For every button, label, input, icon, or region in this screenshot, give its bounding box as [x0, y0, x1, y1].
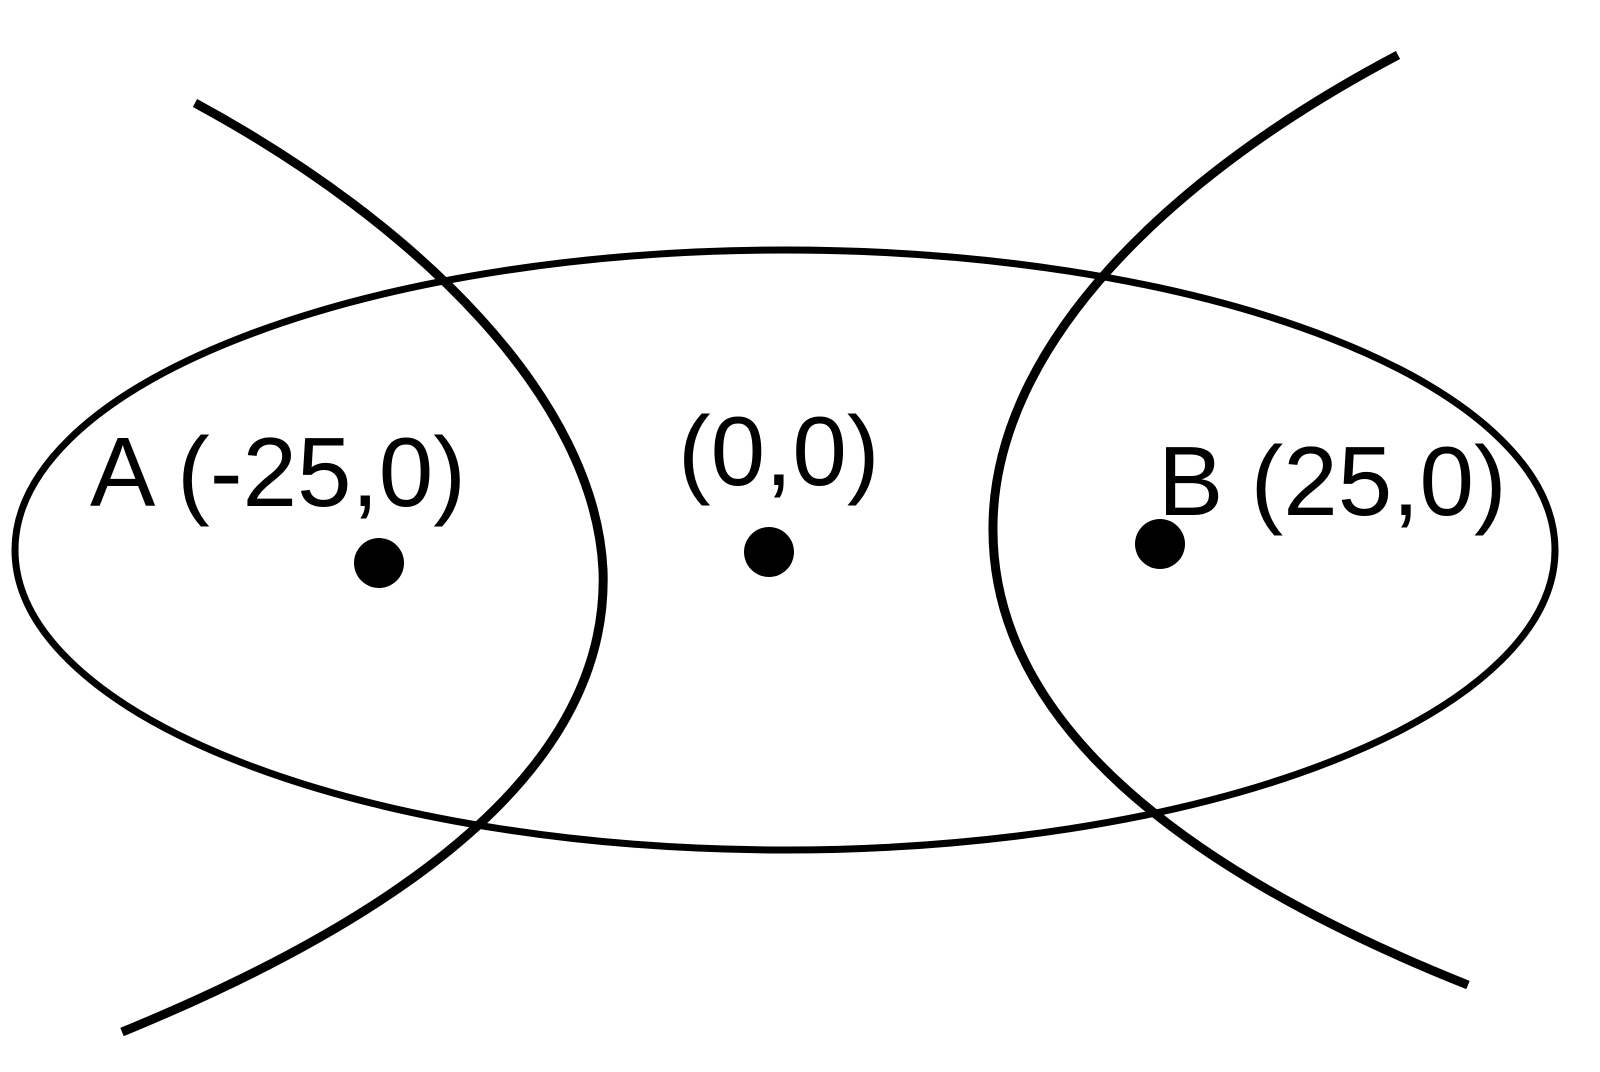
point-a [354, 538, 404, 588]
point-b [1135, 519, 1185, 569]
point-origin-label: (0,0) [678, 396, 880, 506]
point-b-label: B (25,0) [1158, 426, 1507, 536]
point-origin [744, 527, 794, 577]
hyperbola-right-branch [988, 51, 1470, 990]
ellipse-curve [11, 246, 1559, 854]
hyperbola-left-branch [120, 99, 608, 1037]
point-a-label: A (-25,0) [90, 417, 466, 527]
